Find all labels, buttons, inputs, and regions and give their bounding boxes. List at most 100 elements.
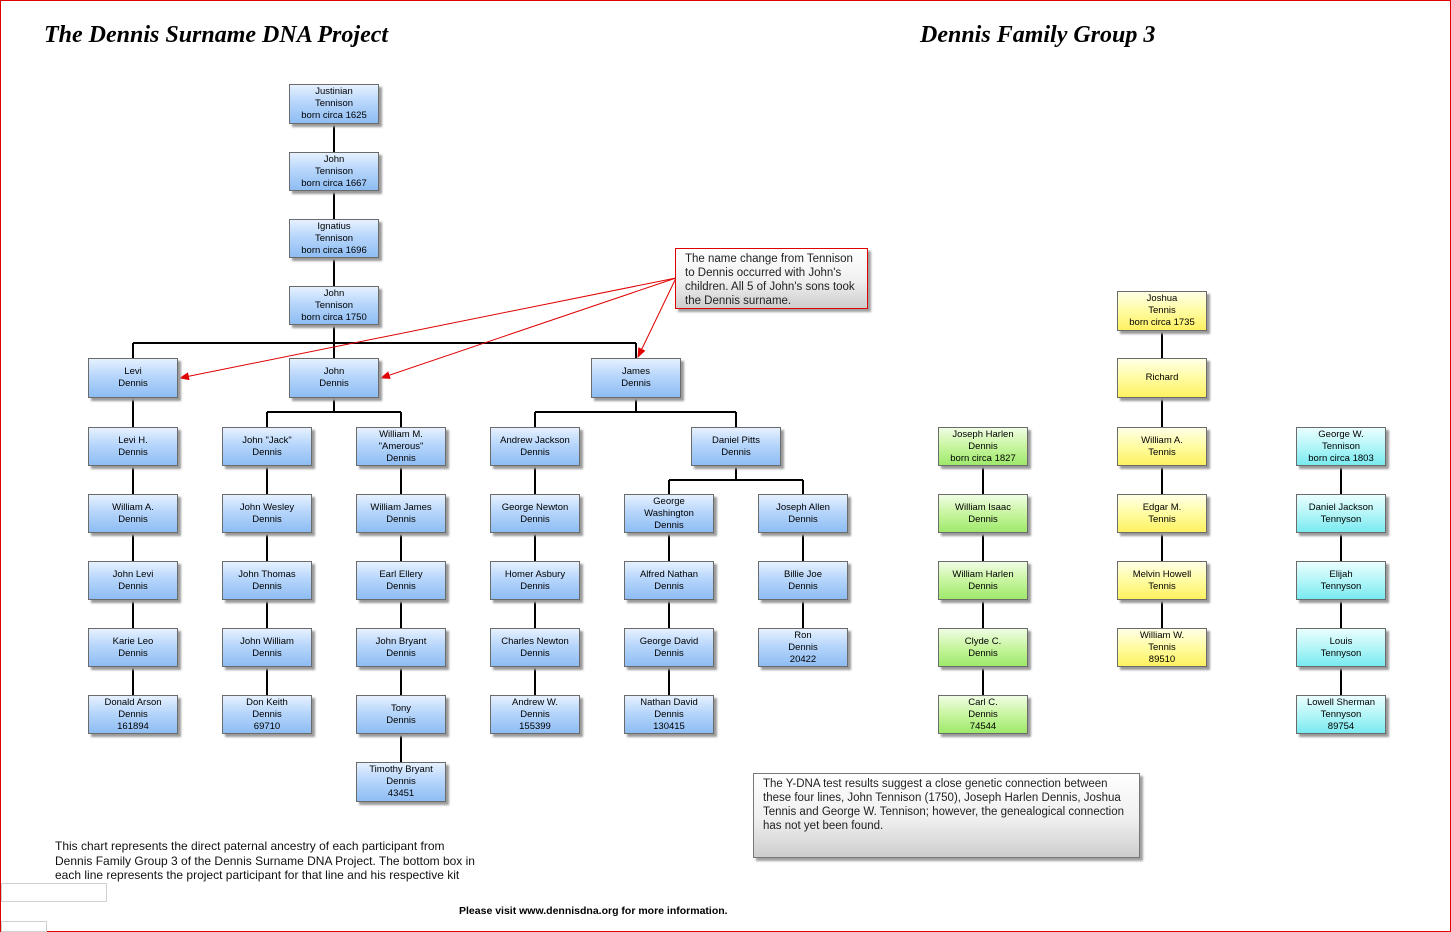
project-title: The Dennis Surname DNA Project bbox=[44, 22, 389, 48]
person-name-line: Dennis bbox=[386, 647, 416, 659]
person-name-line: Dennis bbox=[520, 647, 550, 659]
person-name-line: Dennis bbox=[118, 647, 148, 659]
person-name-line: Dennis bbox=[118, 446, 148, 458]
person-name-line: Dennis bbox=[252, 446, 282, 458]
person-name-line: Dennis bbox=[252, 708, 282, 720]
person-name-line: Levi H. bbox=[118, 434, 148, 446]
person-name-line: Tennyson bbox=[1320, 647, 1362, 659]
person-name-line: Dennis bbox=[788, 641, 818, 653]
person-name-line: Edgar M. bbox=[1142, 501, 1182, 513]
person-name-line: Tennison bbox=[1321, 440, 1361, 452]
person-name-line: 130415 bbox=[653, 720, 685, 732]
person-name-line: William Isaac bbox=[955, 501, 1011, 513]
person-name-line: Dennis bbox=[319, 378, 349, 389]
person-name-line: Karie Leo bbox=[112, 635, 154, 647]
person-name-line: 69710 bbox=[253, 720, 281, 732]
person-name-line: Dennis bbox=[520, 708, 550, 720]
person-name-line: William W. bbox=[1139, 629, 1185, 641]
person-name-line: 161894 bbox=[117, 720, 149, 732]
person-name-line: George W. bbox=[1318, 428, 1364, 440]
visit-website-text: Please visit www.dennisdna.org for more … bbox=[459, 905, 728, 917]
person-name-line: James bbox=[622, 366, 650, 377]
person-william-a-tennis: William A.Tennis bbox=[1117, 427, 1207, 466]
person-name-line: Dennis bbox=[118, 513, 148, 525]
person-name-line: Dennis bbox=[788, 580, 818, 592]
person-name-line: John William bbox=[240, 635, 294, 647]
person-name-line: 89754 bbox=[1327, 720, 1355, 732]
person-clyde-c-dennis: Clyde C.Dennis bbox=[938, 628, 1028, 667]
person-john-jack-dennis: John "Jack"Dennis bbox=[222, 427, 312, 466]
person-name-line: William James bbox=[370, 501, 432, 513]
person-name-line: 20422 bbox=[789, 653, 817, 665]
person-name-line: Louis bbox=[1329, 635, 1353, 647]
person-name-line: Dennis bbox=[654, 647, 684, 659]
person-name-line: Dennis bbox=[654, 708, 684, 720]
person-name-line: Dennis bbox=[118, 378, 148, 389]
person-name-line: Dennis bbox=[252, 513, 282, 525]
person-name-line: born circa 1803 bbox=[1308, 452, 1374, 464]
person-name-line: Dennis bbox=[654, 519, 684, 531]
person-name-line: born circa 1625 bbox=[301, 110, 367, 121]
person-name-line: Tennis bbox=[1148, 641, 1176, 653]
person-name-line: Dennis bbox=[621, 378, 651, 389]
person-name-line: Tennison bbox=[314, 299, 354, 311]
person-name-line: "Amerous" bbox=[378, 440, 424, 452]
person-name-line: John bbox=[323, 287, 345, 299]
person-name-line: John "Jack" bbox=[242, 434, 292, 446]
person-name-line: Daniel Pitts bbox=[711, 434, 761, 446]
person-name-line: 89510 bbox=[1148, 653, 1176, 665]
person-name-line: John Thomas bbox=[238, 568, 296, 580]
person-name-line: born circa 1735 bbox=[1129, 317, 1195, 328]
person-name-line: Tennison bbox=[314, 232, 354, 244]
chart-description: This chart represents the direct paterna… bbox=[55, 839, 475, 897]
person-name-line: Tennyson bbox=[1320, 708, 1362, 720]
person-name-line: Joshua bbox=[1146, 293, 1178, 304]
person-name-line: Tennis bbox=[1148, 513, 1176, 525]
person-name-line: Dennis bbox=[118, 708, 148, 720]
person-name-line: Ignatius bbox=[317, 220, 351, 232]
group-title: Dennis Family Group 3 bbox=[920, 22, 1156, 48]
person-name-line: Tennison bbox=[314, 165, 354, 177]
person-name-line: Earl Ellery bbox=[379, 568, 423, 580]
scroll-strip-bottom bbox=[1, 921, 47, 932]
person-name-line: born circa 1696 bbox=[301, 244, 367, 256]
person-name-line: born circa 1827 bbox=[950, 452, 1016, 464]
person-name-line: 43451 bbox=[387, 788, 415, 799]
person-name-line: Elijah bbox=[1329, 568, 1353, 580]
person-name-line: Andrew Jackson bbox=[500, 434, 570, 446]
person-name-line: Dennis bbox=[252, 647, 282, 659]
person-name-line: Donald Arson bbox=[104, 696, 162, 708]
person-name-line: John bbox=[323, 366, 345, 377]
person-name-line: Daniel Jackson bbox=[1308, 501, 1374, 513]
person-name-line: Dennis bbox=[386, 513, 416, 525]
